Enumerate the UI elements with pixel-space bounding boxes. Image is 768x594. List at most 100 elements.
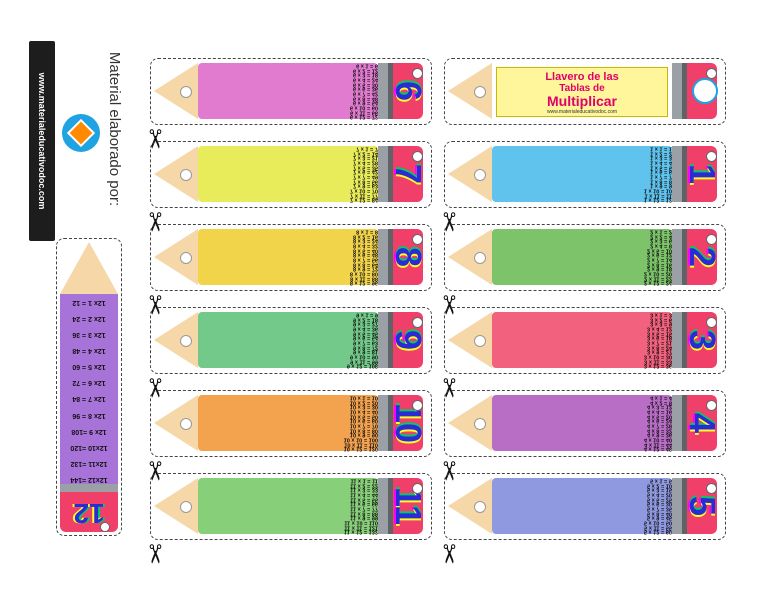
cut-line — [444, 390, 726, 457]
keyring-hole — [706, 234, 717, 245]
table-row: 4 x 7 = 28 — [646, 422, 672, 429]
keyring-hole — [180, 86, 192, 98]
table-row: 6 x 12 = 72 — [349, 113, 378, 120]
table-row: 3 x 1 = 3 — [650, 311, 672, 318]
table-row: 12x 3 = 36 — [72, 331, 106, 339]
table-number: 1 — [682, 163, 723, 185]
table-row: 12x 7 = 84 — [72, 395, 106, 403]
table-row: 5 x 7 = 35 — [646, 505, 672, 512]
pencil-body — [60, 294, 118, 484]
table-number: 10 — [388, 403, 429, 444]
table-row: 1 x 4 = 4 — [650, 159, 672, 166]
keyring-hole — [474, 169, 486, 181]
table-row: 3 x 12 = 36 — [643, 362, 672, 369]
cut-line — [150, 58, 432, 125]
table-row: 4 x 1 = 4 — [650, 394, 672, 401]
table-row: 4 x 4 = 16 — [646, 408, 672, 415]
keyring-hole — [474, 418, 486, 430]
keyring-hole — [180, 169, 192, 181]
keyring-hole — [706, 68, 717, 79]
table-rows: 12x 1 = 12 12x 2 = 24 12x 3 = 36 12x 4 = 48… — [62, 298, 116, 484]
keyring-hole — [706, 151, 717, 162]
keyring-hole — [412, 68, 423, 79]
table-number: 3 — [682, 329, 723, 351]
table-row: 12x 2 = 24 — [72, 315, 106, 323]
keyring-hole — [412, 234, 423, 245]
keyring-hole — [474, 86, 486, 98]
keyring-hole — [474, 252, 486, 264]
table-row: 1 x 1 = 1 — [650, 145, 672, 152]
keyring-hole — [100, 522, 110, 532]
title-line-1: Llavero de las — [545, 71, 619, 83]
table-number: 5 — [682, 495, 723, 517]
cut-line — [56, 238, 122, 536]
keyring-hole — [412, 317, 423, 328]
keyring-hole — [474, 501, 486, 513]
table-number: 6 — [388, 80, 429, 102]
table-row: 2 x 12 = 24 — [643, 279, 672, 286]
pencil-body — [492, 395, 672, 451]
keyring-hole — [180, 418, 192, 430]
cut-line — [150, 224, 432, 291]
cut-line — [444, 473, 726, 540]
pencil-table-12: 12x 1 = 12 12x 2 = 24 12x 3 = 36 12x 4 = 48… — [56, 238, 122, 536]
table-number: 4 — [682, 412, 723, 434]
table-number: 2 — [682, 246, 723, 268]
table-row: 12x 4 = 48 — [72, 347, 106, 355]
table-row: 3 x 7 = 21 — [646, 339, 672, 346]
table-row: 8 x 4 = 32 — [352, 242, 378, 249]
table-row: 6 x 1 = 6 — [356, 62, 378, 69]
keyring-hole — [706, 400, 717, 411]
table-row: 12x 6 = 72 — [72, 379, 106, 387]
keyring-hole — [180, 252, 192, 264]
table-row: 12x 5 = 60 — [72, 363, 106, 371]
keyring-hole — [412, 483, 423, 494]
table-row: 3 x 4 = 12 — [646, 325, 672, 332]
table-row: 6 x 7 = 42 — [352, 90, 378, 97]
pencil-body — [198, 146, 378, 202]
table-row: 2 x 1 = 2 — [650, 228, 672, 235]
table-row: 11 x 12 = 132 — [343, 528, 378, 535]
pencil-tip — [60, 242, 118, 294]
table-row: 9 x 7 = 63 — [352, 339, 378, 346]
table-row: 2 x 4 = 8 — [650, 242, 672, 249]
cut-line — [444, 58, 726, 125]
table-row: 8 x 1 = 8 — [356, 228, 378, 235]
title-pencil: Llavero de las Tablas de Multiplicar www… — [444, 58, 726, 125]
table-row: 6 x 4 = 24 — [352, 76, 378, 83]
table-row: 5 x 4 = 20 — [646, 491, 672, 498]
table-row: 12x 1 = 12 — [72, 299, 106, 306]
table-number: 9 — [388, 329, 429, 351]
keyring-hole — [180, 335, 192, 347]
table-row: 9 x 12 = 108 — [346, 362, 378, 369]
title-url: www.materialeducativodoc.com — [546, 109, 618, 115]
table-row: 4 x 12 = 48 — [643, 445, 672, 452]
table-row: 5 x 12 = 60 — [643, 528, 672, 535]
table-row: 10 x 12 = 120 — [343, 445, 378, 452]
title-line-3: Multiplicar — [546, 93, 617, 109]
graduation-cap-icon — [692, 78, 718, 104]
pencil-body — [198, 478, 378, 534]
pencil-body — [198, 395, 378, 451]
title-card: Llavero de las Tablas de Multiplicar www… — [496, 67, 668, 117]
pencil-body — [492, 478, 672, 534]
scissors-icon: ✂ — [433, 543, 464, 565]
table-row: 1 x 7 = 7 — [650, 173, 672, 180]
pencil-body — [198, 63, 378, 119]
cut-line — [444, 307, 726, 374]
table-number: 11 — [388, 486, 429, 526]
